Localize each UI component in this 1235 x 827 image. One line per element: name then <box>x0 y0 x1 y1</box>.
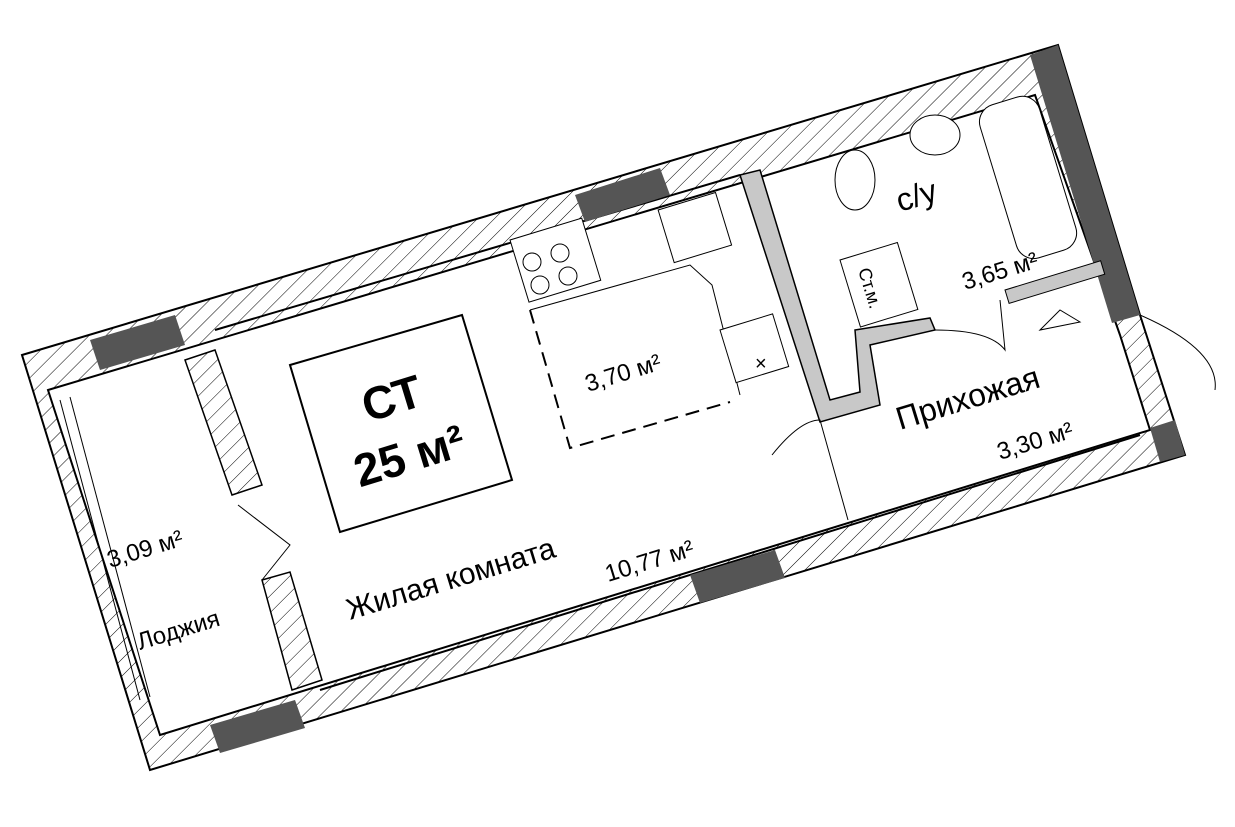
burner <box>522 252 542 272</box>
washing-machine <box>839 241 919 328</box>
burner <box>550 243 570 263</box>
stove <box>509 217 602 303</box>
bathroom-wall <box>1004 260 1106 305</box>
burner <box>558 266 578 286</box>
sink <box>657 191 733 264</box>
dark-wall <box>210 700 305 753</box>
cross-mark: × <box>755 353 767 375</box>
entrance-door <box>771 419 849 521</box>
washbasin <box>909 114 961 156</box>
loggia-wall <box>184 349 263 496</box>
dark-wall <box>690 550 785 603</box>
kitchen-zone-border <box>529 309 731 450</box>
toilet <box>834 149 876 211</box>
bathroom-door <box>934 299 1006 352</box>
inner-wall-line <box>319 434 1141 691</box>
burner <box>530 275 550 295</box>
inner-wall-line <box>214 174 741 331</box>
front-door <box>1139 314 1216 391</box>
dark-wall <box>575 168 670 222</box>
dark-wall <box>90 315 185 370</box>
fridge-box <box>719 313 790 384</box>
bathtub <box>978 95 1078 260</box>
apartment-type-box <box>288 313 514 534</box>
loggia-glazing <box>69 396 151 698</box>
loggia-glazing <box>59 399 141 701</box>
hanger-icon <box>1038 309 1082 331</box>
bathroom-partition <box>739 169 937 423</box>
dark-wall <box>1150 420 1185 462</box>
dark-wall <box>1030 45 1140 323</box>
loggia-wall-lower <box>261 571 323 691</box>
loggia-door <box>237 504 291 581</box>
